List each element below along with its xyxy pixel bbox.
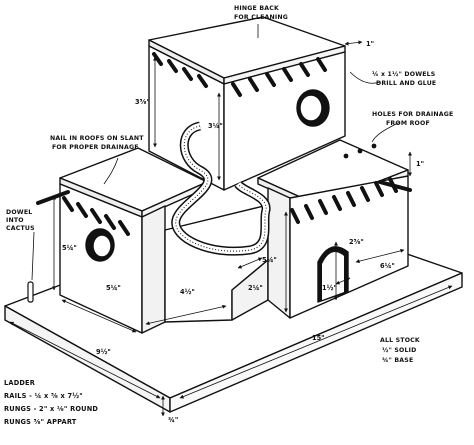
- left-dowels: [36, 190, 130, 236]
- dim-front-upper-height: 3¼": [208, 122, 223, 130]
- dim-top-height: 3⅝": [135, 98, 150, 106]
- dim-base-length: 9½": [96, 348, 111, 356]
- leader-lines: [31, 24, 401, 281]
- dim-left-box-width: 5¼": [106, 284, 121, 292]
- left-side: [141, 205, 166, 334]
- ladder-spacing: RUNGS ⅝" APPART: [4, 418, 77, 426]
- stock-note-2: ½" SOLID: [382, 346, 416, 354]
- dim-center-depth: 2¼": [248, 284, 263, 292]
- dowel-cactus-note-2: INTO: [6, 217, 24, 224]
- stock-note-3: ¾" BASE: [382, 357, 413, 364]
- dowels-note: ¼ x 1½" DOWELS: [372, 70, 435, 78]
- cactus-dowel: [27, 281, 34, 303]
- ladder-title: LADDER: [4, 379, 35, 387]
- ladder-rungs: RUNGS - 2" x ⅛" ROUND: [4, 405, 98, 413]
- dim-left-box-height: 5¼": [62, 244, 77, 252]
- dowel-cactus-note: DOWEL: [6, 209, 32, 216]
- dim-door-height: 2⅝": [349, 238, 364, 246]
- center-connector: [164, 204, 269, 323]
- dim-left-base-offset: 4½": [180, 288, 195, 296]
- dim-right-gap: 1": [416, 160, 424, 168]
- upper-dowels: [152, 52, 327, 97]
- drainage-holes-note-2: FROM ROOF: [386, 120, 430, 127]
- nail-roofs-note-2: FOR PROPER DRAINAGE: [52, 144, 139, 151]
- dim-door-width: 1½": [322, 284, 337, 292]
- rope-ladder: [171, 121, 271, 256]
- dim-base-width: 15": [312, 334, 325, 342]
- dim-right-box-width: 6¼": [380, 262, 395, 270]
- dimension-lines: [9, 40, 453, 417]
- dim-top-width: 1": [366, 40, 374, 48]
- right-left-side: [267, 187, 291, 319]
- roof-drain-holes: [343, 143, 377, 159]
- stock-note: ALL STOCK: [380, 337, 420, 344]
- dim-right-box-height: 5¼": [262, 256, 277, 264]
- dowel-cactus-note-3: CACTUS: [6, 225, 35, 232]
- dim-base-thickness: ¾": [168, 416, 178, 424]
- drainage-holes-note: HOLES FOR DRAINAGE: [372, 111, 454, 118]
- hinge-back-label: HINGE BACK: [234, 5, 279, 12]
- nail-roofs-note: NAIL IN ROOFS ON SLANT: [50, 135, 144, 142]
- ladder-rails: RAILS - ¼ x ⅝ x 7½": [4, 392, 83, 400]
- hinge-back-label-2: FOR CLEANING: [234, 14, 288, 21]
- right-dowels: [290, 177, 412, 224]
- dowels-note-2: DRILL AND GLUE: [376, 80, 436, 87]
